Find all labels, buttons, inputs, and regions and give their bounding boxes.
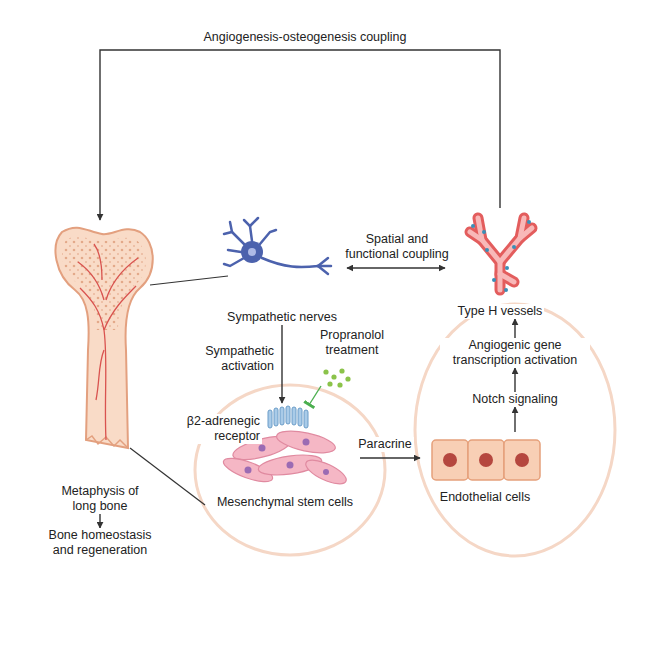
receptor (268, 406, 308, 428)
drug-dots (323, 368, 350, 387)
node-label: Type H vessels (445, 208, 555, 319)
edge-label: Angiogenesis-osteogenesis coupling (202, 30, 409, 45)
part-label: β2-adrenegic receptor (164, 414, 262, 444)
node-label: Metaphysis of long bone (54, 220, 146, 514)
edge-label-box: Spatial and functional coupling (337, 232, 457, 262)
edge-label-box: Angiogenesis-osteogenesis coupling (170, 30, 440, 45)
node-label: Bone homeostasis and regeneration (38, 528, 162, 558)
arrow-connector (514, 407, 515, 432)
node-text: Sympathetic nerves (225, 310, 339, 325)
node-text: Metaphysis of long bone (54, 484, 146, 514)
free-label-box: β2-adrenegic receptor (164, 414, 262, 444)
endothelial-cells (432, 440, 540, 480)
edge-label: Paracrine (356, 437, 414, 452)
node-text: Mesenchymal stem cells (215, 495, 355, 510)
loop-ring (415, 304, 615, 556)
edge-label: Sympathetic activation (196, 344, 276, 374)
arrow-connector (514, 319, 515, 338)
arrow-connector (514, 368, 515, 392)
edge-label: Spatial and functional coupling (337, 232, 457, 262)
node-text: Endothelial cells (438, 490, 532, 505)
zoom-line (150, 276, 228, 285)
node-label: Notch signaling (453, 392, 577, 407)
arrow-connector (281, 325, 282, 403)
node-text: Type H vessels (456, 304, 545, 319)
node-text: Angiogenic gene transcription activation (440, 338, 590, 368)
node-label: Endothelial cells (420, 432, 550, 505)
node-label: Angiogenic gene transcription activation (440, 338, 590, 368)
arrow-connector (99, 514, 100, 528)
arrow-connector (347, 267, 445, 268)
loop-ring (195, 385, 385, 555)
arrow-connector (100, 50, 500, 220)
node-text: Notch signaling (470, 392, 559, 407)
arrow-connector (360, 457, 420, 458)
edge-label-box: Paracrine (350, 437, 420, 452)
edge-label-box: Sympathetic activation (196, 344, 276, 374)
type-h-vessel (470, 218, 532, 292)
node-label: Sympathetic nerves (217, 218, 347, 325)
neuron (224, 218, 331, 274)
node-text: Bone homeostasis and regeneration (38, 528, 162, 558)
node-text: Propranolol treatment (311, 328, 393, 358)
node-label: Propranolol treatment (311, 328, 393, 388)
long-bone (56, 228, 153, 448)
inhibition-line (309, 386, 321, 405)
